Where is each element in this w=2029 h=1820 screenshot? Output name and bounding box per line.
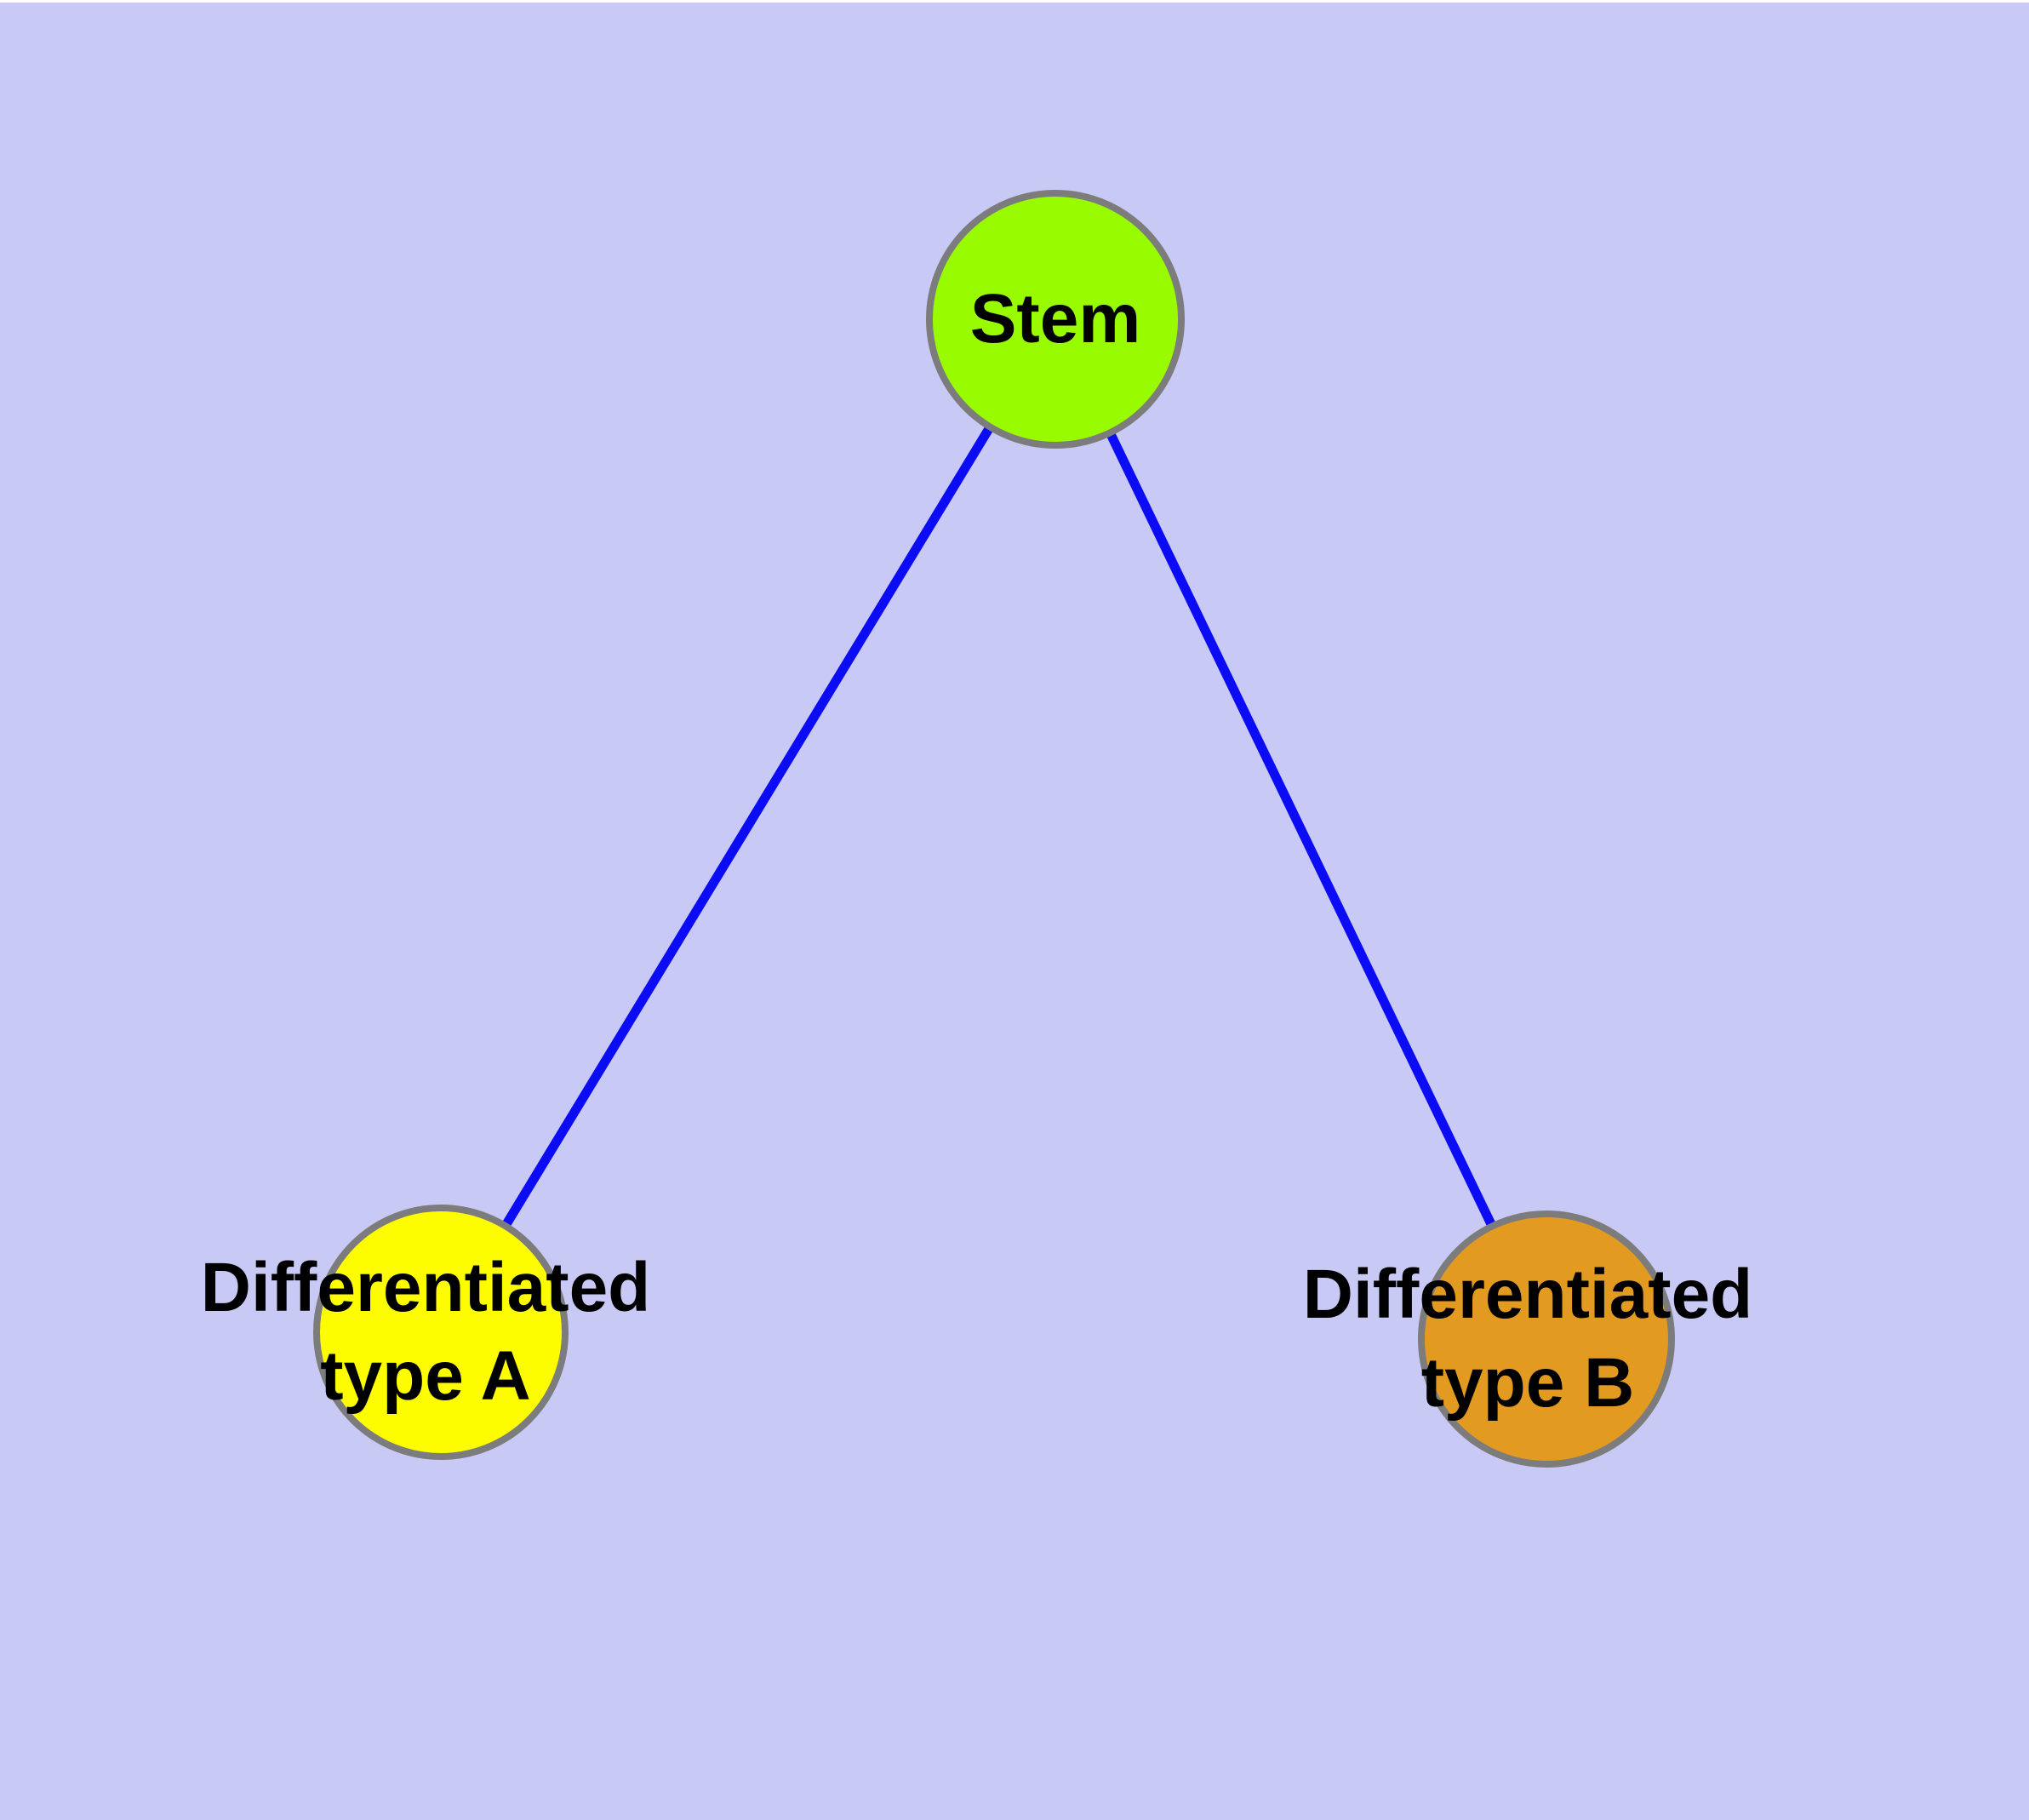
edge-stem-to-type-a [437, 317, 1060, 1335]
edge-stem-to-type-b [1051, 317, 1551, 1342]
node-stem [926, 190, 1185, 449]
node-differentiated-type-b [1418, 1210, 1675, 1468]
graph-svg [313, 190, 1675, 1468]
node-differentiated-type-a [313, 1205, 569, 1460]
